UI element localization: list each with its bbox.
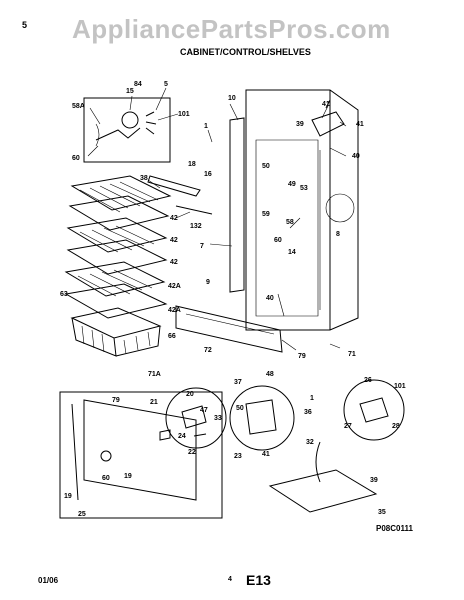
callout-53: 60: [72, 155, 80, 162]
callout-63: 71: [348, 351, 356, 358]
callout-42-a: 42: [170, 215, 178, 222]
callout-71a: 79: [112, 397, 120, 404]
callout-18: 19: [124, 473, 132, 480]
callout-58: 60: [102, 475, 110, 482]
callout-32: 36: [304, 409, 312, 416]
callout-45: 47: [200, 407, 208, 414]
callout-29: 32: [306, 439, 314, 446]
control-panel: [175, 305, 283, 353]
callout-66: 71A: [148, 371, 161, 378]
callout-35: 39: [370, 477, 378, 484]
callout-13: 15: [126, 88, 134, 95]
callout-58a: 60: [274, 237, 282, 244]
callout-71: 72: [204, 347, 212, 354]
light-circle: [343, 379, 405, 441]
cabinet-body: [245, 89, 359, 331]
leader-lines: [87, 87, 347, 351]
callout-60: 66: [168, 333, 176, 340]
callout-48-b: 50: [236, 405, 244, 412]
callout-47: 49: [288, 181, 296, 188]
wire-shelves: [64, 175, 172, 319]
callout-5: 5: [164, 81, 168, 88]
callout-132: 132: [190, 223, 202, 230]
callout-27: 27: [344, 423, 352, 430]
callout-16: 18: [188, 161, 196, 168]
callout-26: 26: [364, 377, 372, 384]
callout-19: 19: [64, 493, 72, 500]
figure-code: P08C0111: [376, 524, 413, 533]
callout-40: 41: [356, 121, 364, 128]
callout-42a-b: 42A: [168, 307, 181, 314]
footer-date: 01/06: [38, 576, 59, 585]
callout-79a: 84: [134, 81, 142, 88]
callout-59: 63: [60, 291, 68, 298]
callout-34: 38: [140, 175, 148, 182]
callout-7: 7: [200, 243, 204, 250]
callout-22: 22: [188, 449, 196, 456]
footer-page-code: E13: [246, 572, 271, 588]
callout-48: 50: [262, 163, 270, 170]
callout-50: 58A: [72, 103, 85, 110]
callout-42-c: 42: [170, 259, 178, 266]
callout-72: 79: [298, 353, 306, 360]
callout-20: 20: [186, 391, 194, 398]
header-model-left: 5: [22, 20, 27, 31]
section-title: CABINET/CONTROL/SHELVES: [180, 47, 311, 57]
fan-motor-inset: [83, 97, 171, 163]
callout-42-b: 42: [170, 237, 178, 244]
callout-10: 9: [206, 279, 210, 286]
callout-55: 59: [262, 211, 270, 218]
callout-49: 53: [300, 185, 308, 192]
footer-page-number: 4: [228, 576, 232, 583]
callout-30: 33: [214, 415, 222, 422]
callout-labels: 15 5 84 101 58A 60 1 10 18 16 38 42 42 4…: [60, 81, 406, 518]
callout-31: 35: [378, 509, 386, 516]
door-liner: [147, 117, 245, 293]
callout-21: 21: [150, 399, 158, 406]
callout-41: 41: [322, 101, 330, 108]
callout-15: 16: [204, 171, 212, 178]
callout-42a-a: 42A: [168, 283, 181, 290]
callout-23: 23: [234, 453, 242, 460]
switch-circle: [229, 385, 295, 451]
callout-24: 24: [178, 433, 186, 440]
callout-37: 41: [262, 451, 270, 458]
freezer-basket: [70, 307, 162, 357]
callout-33: 37: [234, 379, 242, 386]
callout-9: 10: [228, 95, 236, 102]
callout-14: 14: [288, 249, 296, 256]
callout-3: 1: [310, 395, 314, 402]
callout-101: 101: [394, 383, 406, 390]
drain-pan: [268, 441, 378, 513]
callout-52: 58: [286, 219, 294, 226]
header-left-line2: 5: [22, 20, 28, 30]
callout-46: 48: [266, 371, 274, 378]
callout-25: 25: [78, 511, 86, 518]
callout-8: 8: [336, 231, 340, 238]
callout-38: 39: [296, 121, 304, 128]
callout-28: 28: [392, 423, 400, 430]
callout-36: 40: [266, 295, 274, 302]
hinge-bracket: [311, 99, 345, 137]
callout-39: 40: [352, 153, 360, 160]
thermostat-circle: [165, 387, 227, 449]
liner-panel-inset: [59, 391, 223, 519]
callout-1: 1: [204, 123, 208, 130]
watermark: AppliancePartsPros.com: [72, 14, 391, 44]
callout-79b: 101: [178, 111, 190, 118]
